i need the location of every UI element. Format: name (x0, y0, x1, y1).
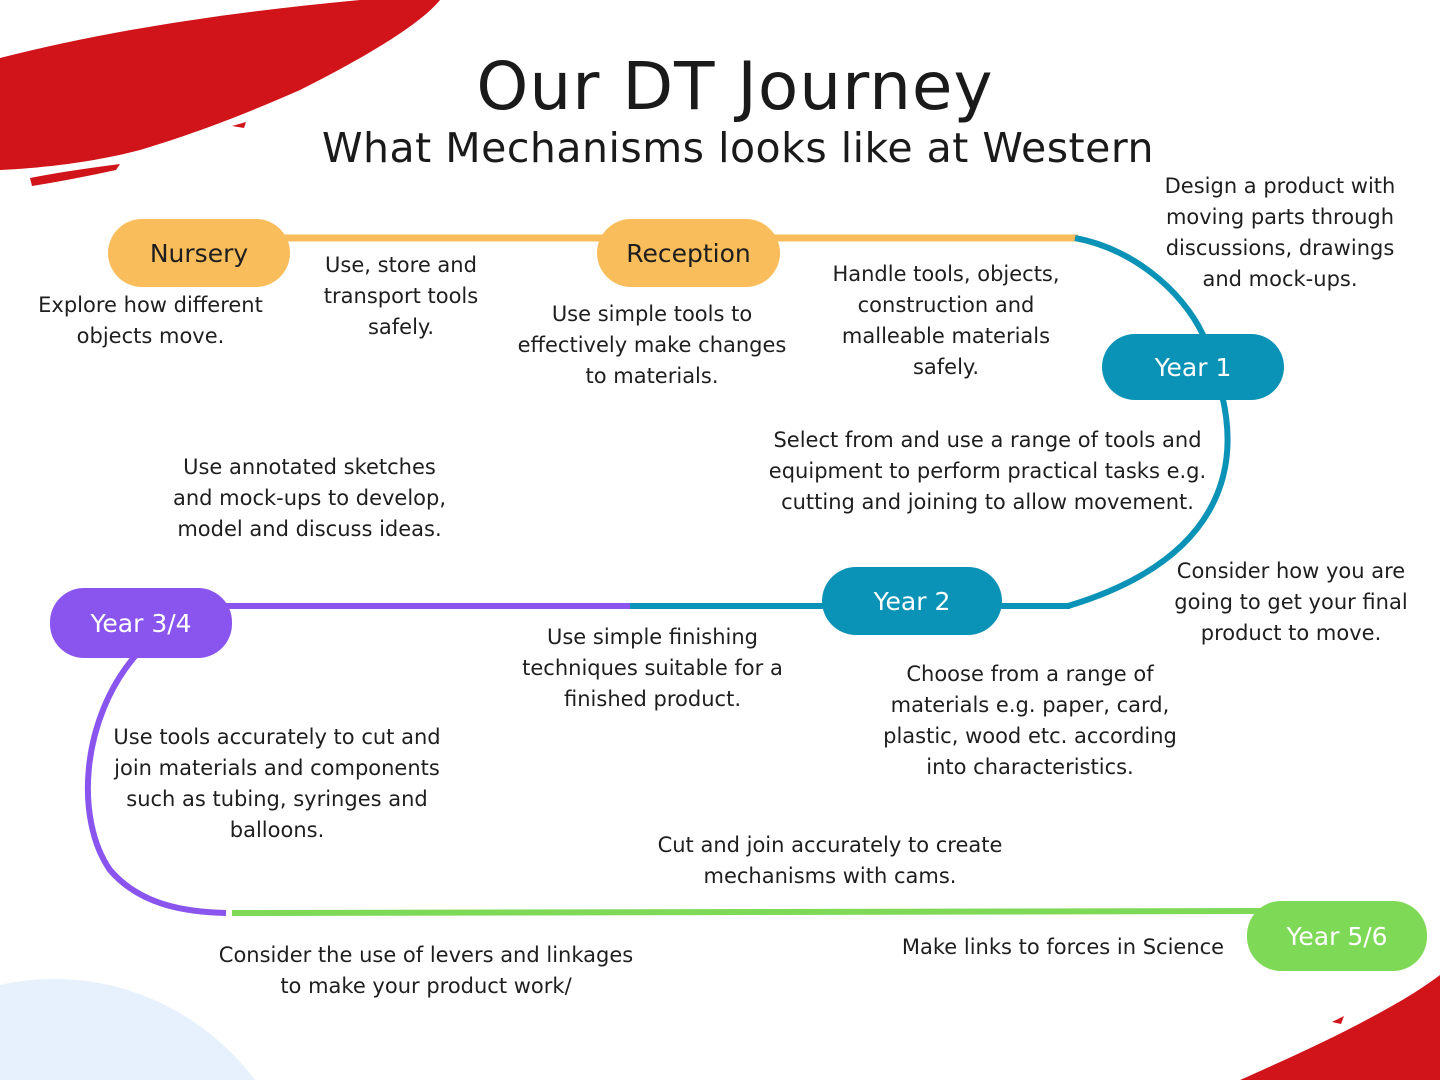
teal-curve-to-year2 (1067, 394, 1231, 609)
page-subtitle: What Mechanisms looks like at Western (322, 124, 1154, 172)
green-path-line (231, 908, 1263, 916)
note-year56-cams: Cut and join accurately to create mechan… (657, 833, 1003, 888)
note-year56-forces: Make links to forces in Science (901, 935, 1225, 959)
note-year1-design: Design a product with moving parts throu… (1164, 174, 1396, 291)
red-brush-top-left-speck (232, 122, 246, 128)
stage-nursery: Nursery (108, 219, 290, 287)
note-year34-sketches: Use annotated sketches and mock-ups to d… (172, 455, 447, 541)
red-brush-top-left-splash (30, 164, 120, 186)
blue-corner-blob (0, 979, 255, 1080)
stage-year-1: Year 1 (1102, 334, 1284, 400)
note-year2-finishing: Use simple finishing techniques suitable… (522, 625, 783, 711)
note-reception-handle: Handle tools, objects, construction and … (832, 262, 1060, 379)
note-reception-tools: Use simple tools to effectively make cha… (517, 302, 787, 388)
red-brush-bottom-right (1240, 975, 1440, 1080)
purple-curve-down (84, 653, 227, 916)
stage-year-3-4: Year 3/4 (50, 588, 232, 658)
note-nursery-explore: Explore how different objects move. (38, 293, 263, 348)
note-year34-tools: Use tools accurately to cut and join mat… (113, 725, 441, 842)
page-title: Our DT Journey (476, 48, 994, 125)
note-year56-levers: Consider the use of levers and linkages … (218, 943, 634, 998)
stage-reception: Reception (597, 219, 780, 287)
note-nursery-tools: Use, store and transport tools safely. (323, 253, 479, 339)
stage-year-5-6: Year 5/6 (1247, 901, 1427, 971)
note-year1-select: Select from and use a range of tools and… (768, 428, 1207, 514)
note-year2-materials: Choose from a range of materials e.g. pa… (883, 662, 1177, 779)
stage-year-2: Year 2 (822, 567, 1002, 635)
note-year2-consider: Consider how you are going to get your f… (1174, 559, 1408, 645)
teal-curve-to-year1 (1074, 235, 1209, 344)
red-brush-bottom-right-speck (1332, 1016, 1344, 1024)
red-brush-top-left (0, 0, 440, 170)
